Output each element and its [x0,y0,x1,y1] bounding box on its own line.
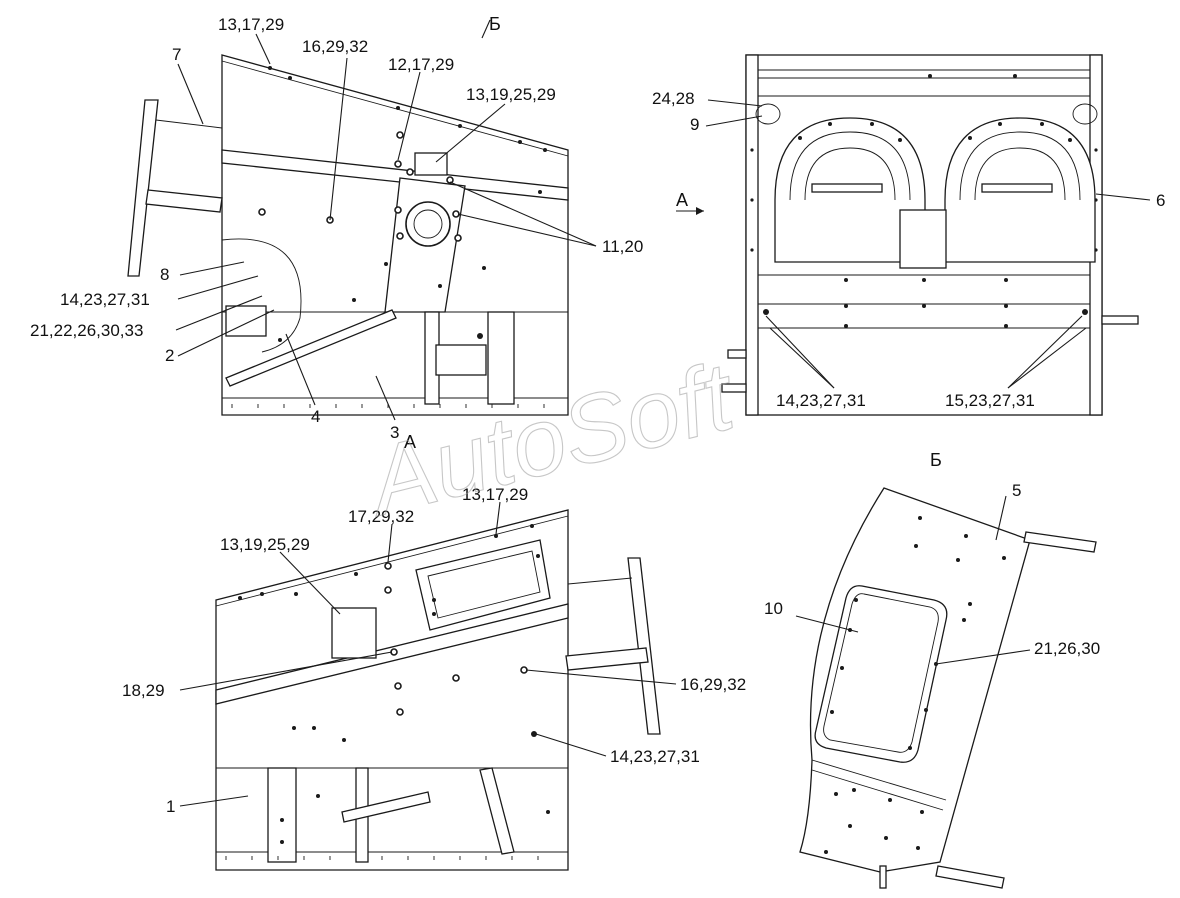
side-lug-2 [721,383,747,393]
callout-6: 6 [1156,191,1165,210]
cross-brace [221,149,569,201]
view-a-bottom-ticks [225,856,539,860]
main-leaders [175,19,597,421]
latch-bracket [225,305,267,337]
view-a-mount-plate [331,607,377,659]
callout-13-19-25-29: 13,19,25,29 [466,85,556,104]
callout-15-23-27-31: 15,23,27,31 [945,391,1035,410]
bottom-ticks [231,404,545,408]
callout-21-22-26-30-33: 21,22,26,30,33 [30,321,143,340]
ext-bracket-arm [145,189,223,213]
end-holes [750,74,1098,328]
callout-3: 3 [390,423,399,442]
callout-2: 2 [165,346,174,365]
opening-right [1072,103,1098,125]
callout-b-5: 5 [1012,481,1021,500]
callout-a-16-29-32: 16,29,32 [680,675,746,694]
mount-plate [414,152,448,176]
view-b-title: Б [930,450,942,470]
view-a-title: А [404,432,416,452]
shaft-stub [1101,315,1139,325]
callout-4: 4 [311,407,320,426]
callout-24-28: 24,28 [652,89,695,108]
arc-guard [221,238,302,353]
rail-bottom [935,865,1005,889]
callout-b-21-26-30: 21,26,30 [1034,639,1100,658]
view-a-diag-bar [341,791,431,823]
view-arrow-b: Б [489,14,501,34]
view-a-strap-3 [479,767,515,855]
callout-9: 9 [690,115,699,134]
rail-pin [879,865,887,889]
rail-top [1023,531,1097,553]
view-a-holes [238,524,550,844]
callout-b-10: 10 [764,599,783,618]
port-flange [405,201,451,247]
view-a-ext-post [627,557,661,735]
end-leaders [705,99,1151,389]
callout-8: 8 [160,265,169,284]
view-a-strap-1 [267,767,297,863]
opening-left [755,103,781,125]
left-post [745,54,759,416]
view-a-leaders [179,501,677,807]
callout-a-18-29: 18,29 [122,681,165,700]
callout-16-29-32: 16,29,32 [302,37,368,56]
center-bracket [899,209,947,269]
diagonal-strut [225,309,397,387]
callout-a-13-19-25-29: 13,19,25,29 [220,535,310,554]
callout-a-13-17-29: 13,17,29 [462,485,528,504]
view-b-leaders [795,495,1031,665]
callout-14-23-27-31: 14,23,27,31 [60,290,150,309]
callout-13-17-29: 13,17,29 [218,15,284,34]
main-holes [258,66,547,342]
callout-14-23-27-31-end: 14,23,27,31 [776,391,866,410]
callout-12-17-29: 12,17,29 [388,55,454,74]
ext-bracket-post [127,99,159,277]
view-a: А [122,432,746,871]
lower-strap-right [487,311,515,405]
callout-a-1: 1 [166,797,175,816]
callout-a-14-23-27-31: 14,23,27,31 [610,747,700,766]
view-a-arrow-head [696,207,704,215]
slot-right [981,183,1053,193]
side-lug [727,349,747,359]
callout-11-20: 11,20 [602,237,643,256]
view-arrow-a: А [676,190,688,210]
callout-a-17-29-32: 17,29,32 [348,507,414,526]
view-a-frame [415,539,551,631]
end-view: А 24,28 9 6 14,23,27,31 15,23,27,31 [652,54,1165,416]
view-b: Б 5 10 21,26,30 [764,450,1100,889]
lower-box [435,344,487,376]
main-side-view: 13,17,29 16,29,32 12,17,29 13,19,25,29 7… [30,14,643,442]
view-a-ext-arm [565,647,649,671]
slot-left [811,183,883,193]
callout-7: 7 [172,45,181,64]
